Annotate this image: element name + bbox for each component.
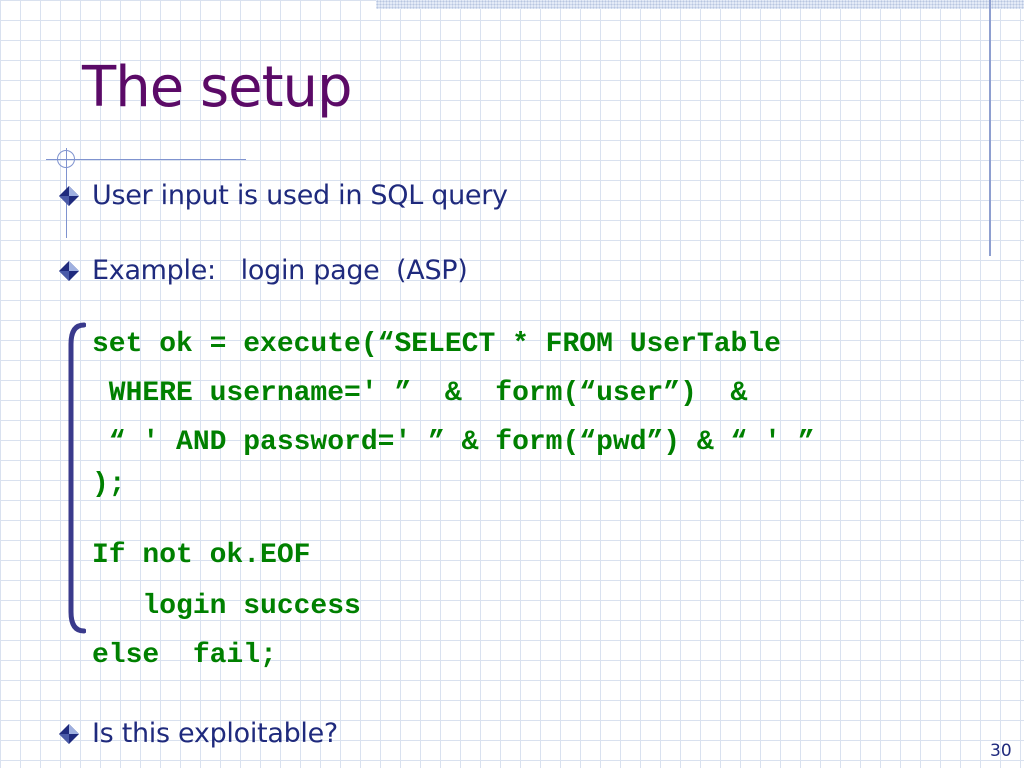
bullet-text: Is this exploitable? — [92, 718, 338, 749]
slide-title: The setup — [82, 55, 353, 120]
diamond-bullet-icon — [59, 185, 79, 206]
slide-number: 30 — [990, 741, 1012, 761]
right-decorative-rule — [989, 0, 991, 256]
code-line: login success — [92, 591, 361, 622]
bullet-item-example: Example: login page (ASP) — [58, 255, 468, 286]
crosshair-circle-icon — [57, 150, 75, 168]
top-decorative-band — [376, 0, 1024, 9]
bullet-item-user-input: User input is used in SQL query — [58, 180, 508, 211]
diamond-bullet-icon — [59, 260, 79, 281]
crosshair-horizontal-line — [46, 159, 246, 160]
code-line: “ ' AND password=' ” & form(“pwd”) & “ '… — [92, 427, 815, 458]
bullet-text: Example: login page (ASP) — [92, 255, 468, 286]
code-line: set ok = execute(“SELECT * FROM UserTabl… — [92, 329, 781, 360]
diamond-bullet-icon — [59, 723, 79, 744]
code-line: WHERE username=' ” & form(“user”) & — [92, 378, 748, 409]
left-brace-icon — [68, 322, 86, 634]
code-line: ); — [92, 469, 126, 500]
code-line: If not ok.EOF — [92, 540, 311, 571]
code-line: else fail; — [92, 640, 277, 671]
bullet-item-exploitable: Is this exploitable? — [58, 718, 338, 749]
bullet-text: User input is used in SQL query — [92, 180, 508, 211]
